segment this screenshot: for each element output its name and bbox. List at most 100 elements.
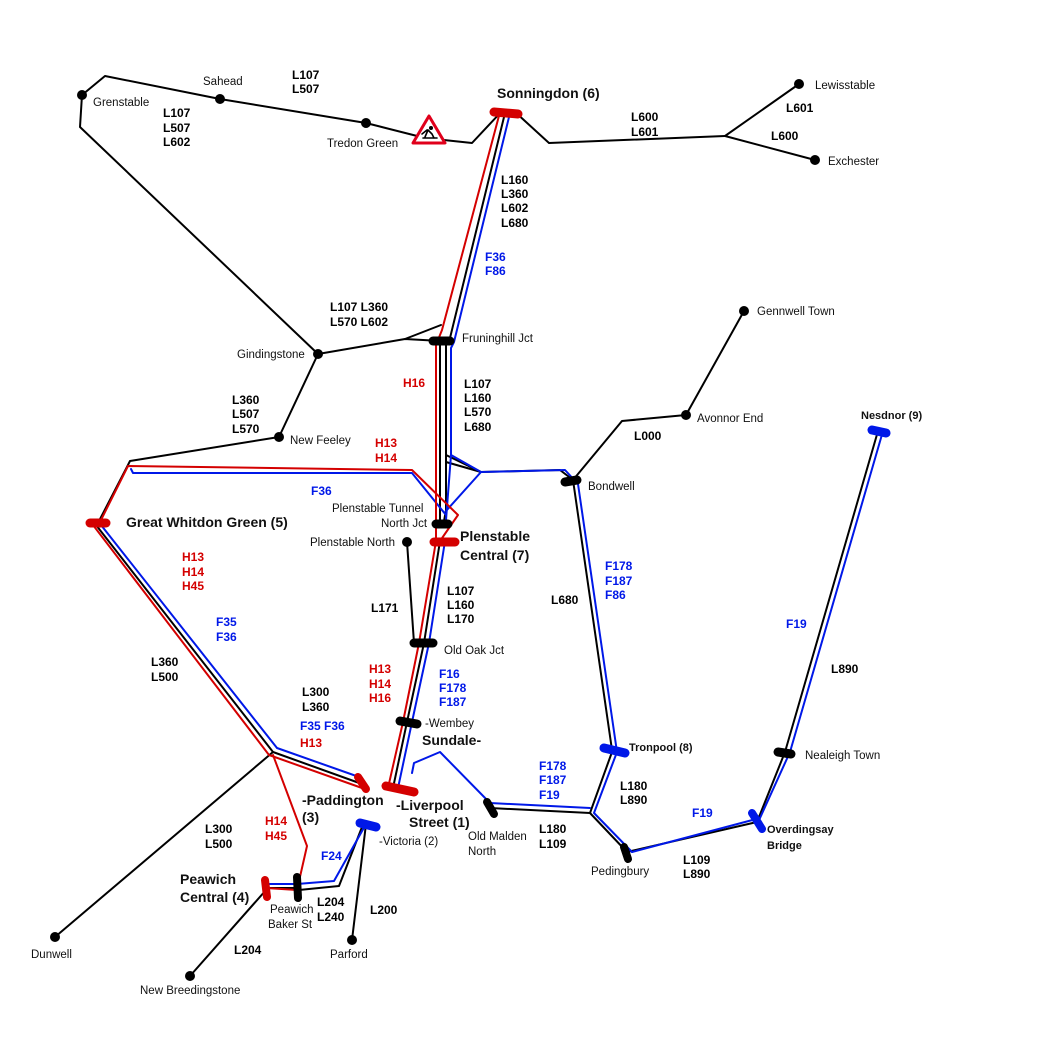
station-bar-tronpool[interactable]: [599, 743, 630, 758]
line-victoria-parford: [351, 823, 367, 941]
svg-text:F24: F24: [321, 849, 342, 863]
route-label: H13: [182, 550, 204, 564]
label-victoria: -Victoria (2): [379, 836, 438, 848]
line-bondwell-tronpool-fast: [577, 483, 618, 753]
fast-lines: [100, 112, 884, 885]
label-paddington-1: -Paddington: [302, 792, 384, 808]
route-label: L109: [539, 837, 567, 851]
label-plenstable-central-2: Central (7): [460, 547, 529, 563]
svg-text:H16: H16: [403, 376, 425, 390]
station-bar-peawich-central[interactable]: [261, 876, 271, 901]
route-label: F178: [439, 681, 467, 695]
label-pedingbury: Pedingbury: [591, 866, 649, 878]
svg-text:L601: L601: [786, 101, 814, 115]
label-plenstable-central-1: Plenstable: [460, 528, 530, 544]
label-tredon-green: Tredon Green: [327, 138, 398, 150]
station-bar-liverpool-street[interactable]: [381, 781, 419, 797]
route-label: L160: [501, 173, 529, 187]
station-dot-tredon-green[interactable]: [361, 118, 371, 128]
route-label: F187: [439, 695, 467, 709]
station-bar-nealeigh-town[interactable]: [773, 747, 796, 759]
station-bar-overdingsay-bridge[interactable]: [748, 809, 766, 833]
station-dot-lewisstable[interactable]: [794, 79, 804, 89]
route-label: H14: [369, 677, 391, 691]
label-peawich-central-2: Central (4): [180, 889, 249, 905]
svg-text:F19: F19: [786, 617, 807, 631]
route-label: L570: [232, 422, 260, 436]
station-bar-paddington[interactable]: [354, 773, 370, 793]
station-dot-plenstable-north[interactable]: [402, 537, 412, 547]
label-gennwell-town: Gennwell Town: [757, 306, 835, 318]
label-exchester: Exchester: [828, 156, 879, 168]
route-label: L204: [317, 895, 345, 909]
station-bar-wembey[interactable]: [395, 716, 422, 729]
station-dot-dunwell[interactable]: [50, 932, 60, 942]
route-label: F24: [321, 849, 342, 863]
station-dot-gindingstone[interactable]: [313, 349, 323, 359]
label-peawich-baker-st-2: Baker St: [268, 919, 313, 931]
station-dot-avonnor-end[interactable]: [681, 410, 691, 420]
station-bar-peawich-baker-st[interactable]: [293, 873, 302, 902]
route-label: L507: [163, 121, 191, 135]
label-nealeigh-town: Nealeigh Town: [805, 750, 880, 762]
route-label: L507: [292, 82, 320, 96]
route-label: L170: [447, 612, 475, 626]
station-dot-exchester[interactable]: [810, 155, 820, 165]
route-label: H45: [265, 829, 287, 843]
label-bondwell: Bondwell: [588, 481, 635, 493]
label-overdingsay-bridge-1: Overdingsay: [767, 824, 835, 836]
line-junction-dunwell: [54, 751, 274, 938]
station-dot-new-breedingstone[interactable]: [185, 971, 195, 981]
line-bondwell-tronpool-local: [572, 479, 613, 751]
route-label: F19: [692, 806, 713, 820]
station-bar-bondwell[interactable]: [560, 475, 582, 487]
line-peawich-new-breedingstone: [189, 889, 267, 977]
line-whitdon-paddington-heavy: [92, 524, 363, 789]
station-bar-sonningdon[interactable]: [489, 107, 523, 119]
label-plenstable-tunnel-2: North Jct: [381, 518, 428, 530]
line-tronpool-pedingbury-fast: [593, 751, 633, 853]
label-parford: Parford: [330, 949, 368, 961]
route-label: L000: [634, 429, 662, 443]
line-plenstable-liverpool-local: [392, 540, 441, 789]
label-tronpool: Tronpool (8): [629, 742, 693, 754]
line-junction-tronpool-local: [589, 751, 613, 814]
route-label: F16: [439, 667, 460, 681]
line-grenstable-gindingstone: [79, 94, 319, 355]
station-dot-gennwell-town[interactable]: [739, 306, 749, 316]
station-dot-grenstable[interactable]: [77, 90, 87, 100]
line-peawich-victoria-fast: [265, 823, 367, 885]
station-bar-pedingbury[interactable]: [620, 843, 632, 863]
route-label: L204: [234, 943, 262, 957]
station-dot-parford[interactable]: [347, 935, 357, 945]
line-whitdon-plenstable-fast: [130, 468, 447, 516]
station-bar-nesdnor[interactable]: [867, 425, 891, 438]
route-label: L300: [302, 685, 330, 699]
route-label: L180: [620, 779, 648, 793]
station-bar-victoria[interactable]: [355, 818, 381, 832]
station-dot-new-feeley[interactable]: [274, 432, 284, 442]
route-label: L300: [205, 822, 233, 836]
station-labels: Grenstable Sahead Tredon Green Sonningdo…: [31, 76, 922, 997]
station-bar-old-malden-north[interactable]: [483, 798, 498, 818]
route-label: L680: [464, 420, 492, 434]
route-label: H14: [375, 451, 397, 465]
label-nesdnor: Nesdnor (9): [861, 410, 922, 422]
route-label: L507: [232, 407, 260, 421]
station-dot-sahead[interactable]: [215, 94, 225, 104]
